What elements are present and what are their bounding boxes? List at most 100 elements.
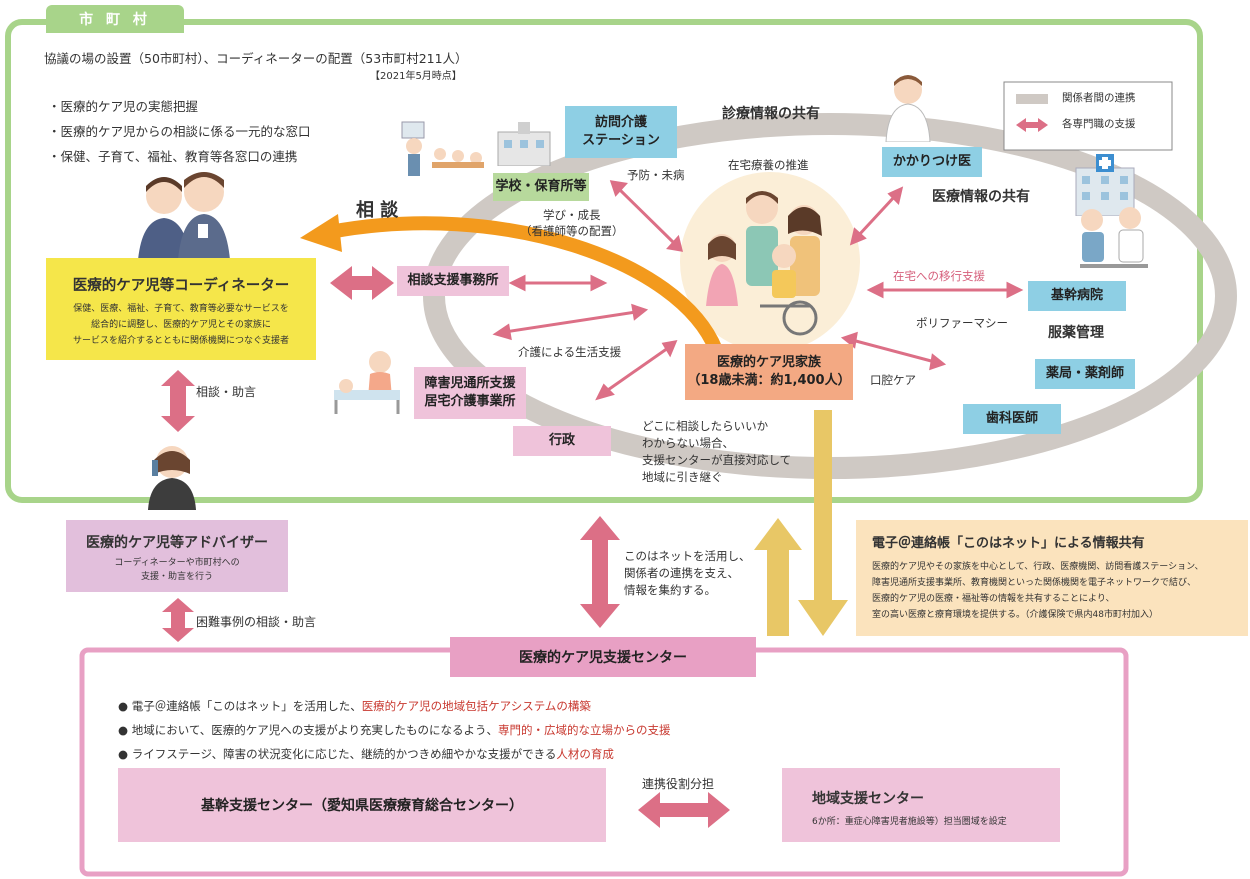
school-building-icon [497, 122, 551, 166]
consult-office-label: 相談支援事務所 [407, 273, 499, 289]
family-illustration-icon [706, 191, 822, 336]
center-bullets: ● 電子＠連絡帳「このはネット」を活用した、医療的ケア児の地域包括ケアシステムの… [118, 694, 670, 766]
difficult-label: 困難事例の相談・助言 [196, 615, 317, 629]
net-label: このはネットを活用し、 関係者の連携を支え、 情報を集約する。 [624, 548, 751, 599]
coordinator-box: 医療的ケア児等コーディネーター 保健、医療、福祉、子育て、教育等必要なサービスを… [46, 258, 316, 360]
admin-label: 行政 [548, 433, 575, 449]
info-line: 室の高い医療と療育環境を提供する。（介護保険で県内48市町村加入） [872, 610, 1158, 620]
municipality-header: 協議の場の設置（50市町村）、コーディネーターの配置（53市町村211人） [44, 51, 468, 66]
gold-arrows [754, 410, 848, 636]
center-tab-label: 医療的ケア児支援センター [519, 650, 687, 666]
advisor-desc: コーディネーターや市町村への 支援・助言を行う [66, 556, 288, 584]
net-line: このはネットを活用し、 [624, 549, 751, 563]
info-box: 電子＠連絡帳「このはネット」による情報共有 医療的ケア児やその家族を中心として、… [856, 520, 1248, 636]
info-line: 障害児通所支援事業所、教育機関といった関係機関を電子ネットワークで結び、 [872, 578, 1197, 588]
family-line: 医療的ケア児家族 [716, 355, 821, 371]
zaitaku-label: 在宅療養の推進 [728, 158, 809, 172]
home-nursing-line: 訪問介護 [594, 115, 647, 131]
advisor-box: 医療的ケア児等アドバイザー コーディネーターや市町村への 支援・助言を行う [66, 520, 288, 592]
advice-label: 相談・助言 [196, 385, 257, 399]
bullet-item: ・医療的ケア児からの相談に係る一元的な窓口 [48, 124, 311, 139]
center-bullet-highlight: 専門的・広域的な立場からの支援 [497, 723, 671, 737]
yobo-label: 予防・未病 [627, 168, 685, 182]
bullet-item: ・医療的ケア児の実態把握 [48, 99, 199, 114]
coordinator-desc: 保健、医療、福祉、子育て、教育等必要なサービスを 総合的に調整し、医療的ケア児と… [46, 301, 316, 349]
regional-desc: 6か所：重症心障害児者施設等）担当圏域を設定 [812, 817, 1007, 827]
poly-label: ポリファーマシー [916, 316, 1008, 330]
dentist-node: 歯科医師 [963, 404, 1061, 434]
manabi-line: （看護師等の配置） [520, 224, 624, 238]
advisor-title: 医療的ケア児等アドバイザー [86, 535, 268, 551]
family-line: （18歳未満：約1,400人） [687, 373, 851, 388]
manabi-label: 学び・成長 （看護師等の配置） [520, 207, 624, 239]
consult-arrow [328, 216, 723, 353]
support-arrows [492, 180, 1024, 401]
home-nursing-line: ステーション [582, 133, 660, 148]
core-center-label: 基幹支援センター（愛知県医療療育総合センター） [201, 798, 523, 814]
thick-pink-arrows [161, 266, 730, 828]
legend-box [1003, 81, 1173, 151]
municipality-tab-label: 市 町 村 [79, 12, 151, 28]
advisor-desc-line: コーディネーターや市町村への [114, 558, 240, 568]
kaigo-label: 介護による生活支援 [518, 345, 622, 359]
hospital-building-icon [1075, 154, 1135, 216]
center-bullet-text: ● 地域において、医療的ケア児への支援がより充実したものになるよう、 [118, 723, 498, 737]
legend-gray-label: 関係者間の連携 [1062, 92, 1136, 104]
center-bullet: ● ライフステージ、障害の状況変化に応じた、継続的かつきめ細やかな支援ができる人… [118, 742, 670, 766]
koku-label: 口腔ケア [870, 373, 916, 387]
regional-title: 地域支援センター [812, 791, 924, 807]
shinryo-label: 診療情報の共有 [722, 106, 820, 122]
date-note: 【2021年5月時点】 [370, 71, 462, 82]
dokoni-line: 支援センターが直接対応して [642, 453, 792, 467]
classroom-icon [401, 121, 484, 176]
center-bullet: ● 地域において、医療的ケア児への支援がより充実したものになるよう、専門的・広域… [118, 718, 670, 742]
center-bullet-highlight: 医療的ケア児の地域包括ケアシステムの構築 [361, 699, 591, 713]
dokoni-line: わからない場合、 [642, 436, 734, 450]
advisor-desc-line: 支援・助言を行う [140, 572, 213, 582]
disability-line: 障害児通所支援 [424, 376, 516, 392]
gp-label: かかりつけ医 [892, 154, 972, 170]
net-line: 関係者の連携を支え、 [624, 566, 739, 580]
school-node: 学校・保育所等 [493, 173, 589, 201]
legend-gray-swatch [1016, 94, 1048, 104]
iryo-label: 医療情報の共有 [932, 189, 1030, 205]
dokoni-line: どこに相談したらいいか [642, 419, 769, 433]
municipality-tab: 市 町 村 [46, 5, 184, 33]
info-lines: 医療的ケア児やその家族を中心として、行政、医療機関、訪問看護ステーション、 障害… [872, 559, 1248, 623]
center-bullet: ● 電子＠連絡帳「このはネット」を活用した、医療的ケア児の地域包括ケアシステムの… [118, 694, 670, 718]
ikou-label: 在宅への移行支援 [893, 269, 985, 283]
fukuyaku-label: 服薬管理 [1048, 325, 1104, 341]
dokoni-line: 地域に引き継ぐ [642, 470, 723, 484]
legend-pink-label: 各専門職の支援 [1062, 118, 1136, 130]
pharmacy-label: 薬局・薬剤師 [1045, 366, 1124, 382]
info-line: 医療的ケア児やその家族を中心として、行政、医療機関、訪問看護ステーション、 [872, 562, 1204, 572]
doctor-icon [885, 75, 931, 142]
home-nursing-node: 訪問介護 ステーション [565, 106, 677, 158]
center-tab: 医療的ケア児支援センター [450, 637, 756, 677]
bullet-item: ・保健、子育て、福祉、教育等各窓口の連携 [48, 149, 298, 164]
coordinator-desc-line: 保健、医療、福祉、子育て、教育等必要なサービスを [73, 304, 289, 314]
pharmacy-node: 薬局・薬剤師 [1035, 359, 1135, 389]
admin-node: 行政 [513, 426, 611, 456]
care-bed-icon [334, 351, 400, 414]
dokoni-label: どこに相談したらいいか わからない場合、 支援センターが直接対応して 地域に引き… [642, 418, 791, 486]
school-label: 学校・保育所等 [495, 179, 587, 195]
legend-pink-swatch [1016, 118, 1048, 132]
hospital-label: 基幹病院 [1050, 288, 1103, 304]
consult-big-label: 相 談 [356, 200, 399, 221]
dentist-label: 歯科医師 [985, 411, 1038, 427]
link-label: 連携役割分担 [642, 777, 715, 791]
coordinator-people-icon [138, 172, 230, 260]
manabi-line: 学び・成長 [543, 208, 601, 222]
net-line: 情報を集約する。 [624, 583, 716, 597]
core-center-box: 基幹支援センター（愛知県医療療育総合センター） [118, 768, 606, 842]
consult-office-node: 相談支援事務所 [397, 266, 509, 296]
coordinator-title: 医療的ケア児等コーディネーター [72, 278, 290, 294]
info-title: 電子＠連絡帳「このはネット」による情報共有 [872, 536, 1145, 551]
municipality-bullets: ・医療的ケア児の実態把握 ・医療的ケア児からの相談に係る一元的な窓口 ・保健、子… [48, 94, 311, 169]
coordinator-desc-line: 総合的に調整し、医療的ケア児とその家族に [91, 320, 271, 330]
consult-arrow-head [300, 214, 342, 252]
coordinator-desc-line: サービスを紹介するとともに関係機関につなぐ支援者 [72, 336, 289, 346]
family-node: 医療的ケア児家族 （18歳未満：約1,400人） [685, 344, 853, 400]
disability-line: 居宅介護事業所 [424, 394, 516, 409]
